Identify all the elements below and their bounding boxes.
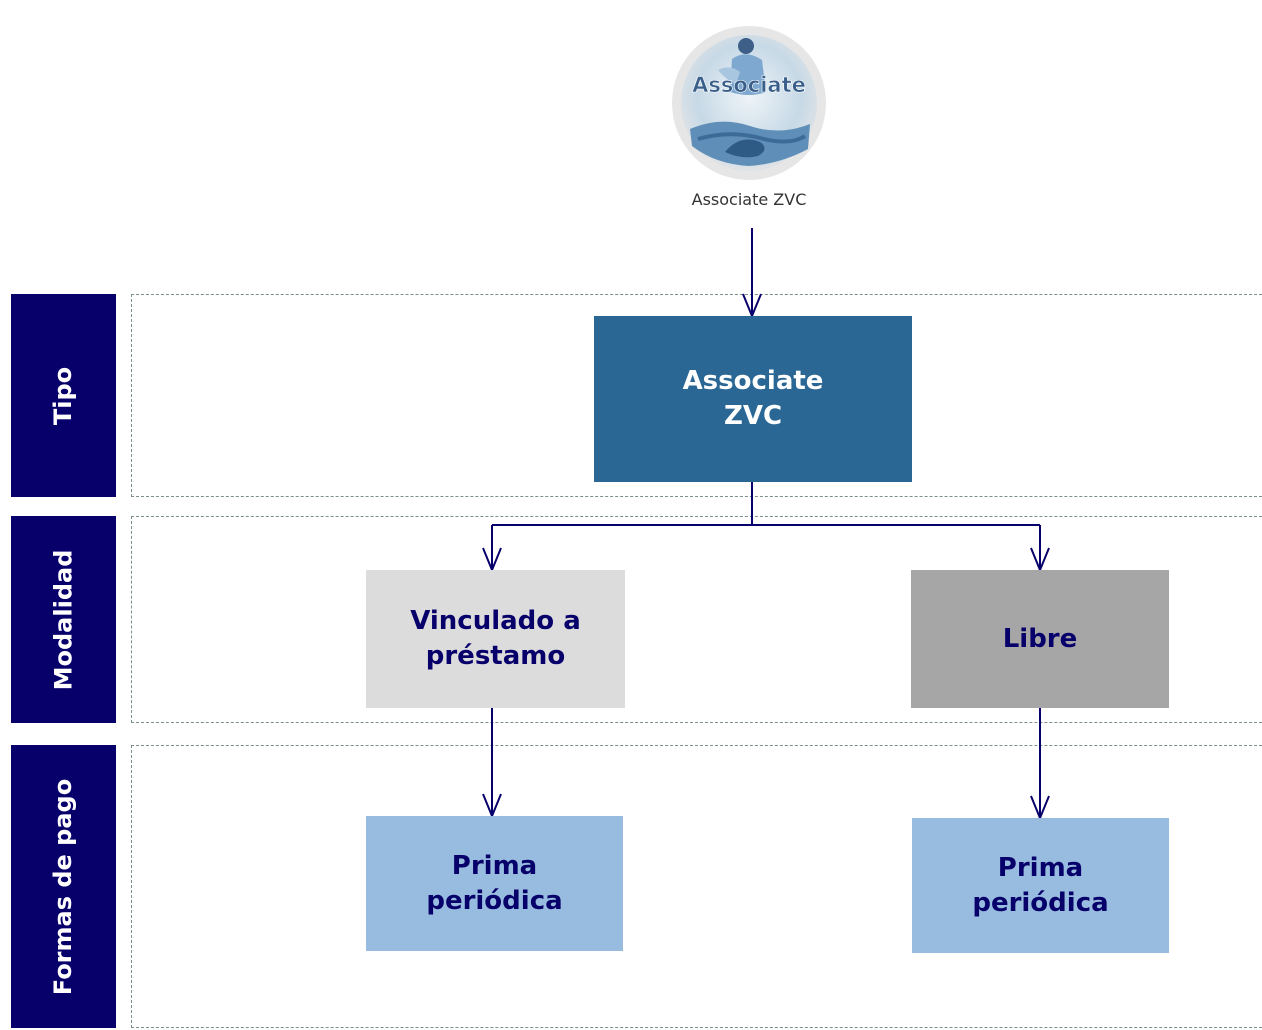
node-libre: Libre: [911, 570, 1169, 708]
side-label-modalidad: Modalidad: [11, 516, 116, 723]
node-prima-periodica-left: Prima periódica: [366, 816, 623, 951]
associate-logo-text: Associate: [692, 73, 806, 97]
node-associate-zvc-label: Associate ZVC: [682, 366, 824, 431]
node-prima-left-label: Prima periódica: [426, 850, 563, 916]
band-tipo: [131, 294, 1262, 497]
node-libre-label: Libre: [1002, 623, 1078, 654]
side-label-tipo-text: Tipo: [49, 366, 78, 425]
side-label-formas-de-pago: Formas de pago: [11, 745, 116, 1028]
side-label-formas-de-pago-text: Formas de pago: [49, 778, 78, 995]
band-formas-de-pago: [131, 745, 1262, 1028]
node-prima-periodica-right: Prima periódica: [912, 818, 1169, 953]
side-label-modalidad-text: Modalidad: [49, 549, 78, 690]
associate-logo: Associate: [672, 26, 826, 180]
node-associate-zvc: Associate ZVC: [594, 316, 912, 482]
logo-caption: Associate ZVC: [691, 190, 807, 209]
node-vinculado-label: Vinculado a préstamo: [410, 606, 581, 671]
side-label-tipo: Tipo: [11, 294, 116, 497]
node-prima-right-label: Prima periódica: [972, 852, 1109, 918]
band-modalidad: [131, 516, 1262, 723]
node-vinculado-a-prestamo: Vinculado a préstamo: [366, 570, 625, 708]
